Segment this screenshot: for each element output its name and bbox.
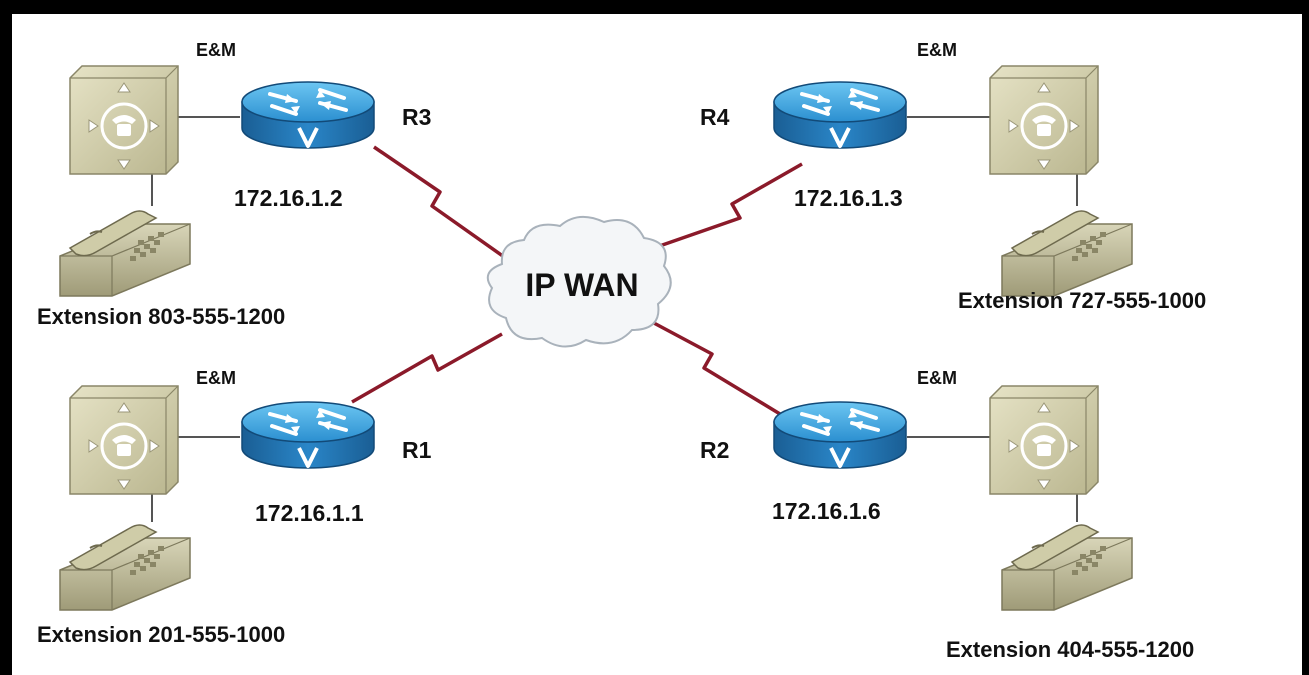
site-r2: E&M R2 172.16.1.6 Extension 404-555-1200 [700, 368, 1194, 662]
diagram-frame: IP WAN E&M R3 172.16.1.2 Extension 803-5… [12, 14, 1302, 675]
cloud-icon [486, 215, 672, 348]
extension-label-r1: Extension 201-555-1000 [37, 622, 285, 647]
site-r4: E&M R4 172.16.1.3 Extension 727-555-1000 [700, 40, 1206, 313]
lan-links [151, 116, 1078, 522]
router-icon [240, 400, 376, 470]
telephone-icon [1001, 524, 1133, 611]
wan-link-r3 [373, 145, 509, 261]
voice-gateway-icon [68, 384, 180, 496]
voice-gateway-icon [988, 64, 1100, 176]
network-diagram: IP WAN E&M R3 172.16.1.2 Extension 803-5… [37, 40, 1206, 662]
telephone-icon [59, 524, 191, 611]
wan-links [351, 145, 803, 416]
interface-label-r3: E&M [196, 40, 236, 60]
voice-gateway-icon [68, 64, 180, 176]
telephone-icon [59, 210, 191, 297]
wan-link-r4 [647, 162, 803, 252]
wan-link-r2 [651, 320, 781, 416]
interface-label-r2: E&M [917, 368, 957, 388]
router-ip-r4: 172.16.1.3 [794, 185, 903, 211]
extension-label-r2: Extension 404-555-1200 [946, 637, 1194, 662]
cloud-label: IP WAN [525, 267, 638, 303]
router-name-r2: R2 [700, 437, 729, 463]
voice-gateway-icon [988, 384, 1100, 496]
router-name-r1: R1 [402, 437, 432, 463]
interface-label-r4: E&M [917, 40, 957, 60]
telephone-icon [1001, 210, 1133, 297]
router-icon [772, 400, 908, 470]
site-r1: E&M R1 172.16.1.1 Extension 201-555-1000 [37, 368, 432, 647]
wan-link-r1 [351, 332, 503, 404]
interface-label-r1: E&M [196, 368, 236, 388]
site-r3: E&M R3 172.16.1.2 Extension 803-555-1200 [37, 40, 431, 329]
extension-label-r4: Extension 727-555-1000 [958, 288, 1206, 313]
extension-label-r3: Extension 803-555-1200 [37, 304, 285, 329]
wan-cloud: IP WAN [486, 215, 672, 348]
router-ip-r1: 172.16.1.1 [255, 500, 364, 526]
router-ip-r2: 172.16.1.6 [772, 498, 881, 524]
router-icon [772, 80, 908, 150]
router-icon [240, 80, 376, 150]
router-name-r3: R3 [402, 104, 431, 130]
router-name-r4: R4 [700, 104, 730, 130]
router-ip-r3: 172.16.1.2 [234, 185, 343, 211]
